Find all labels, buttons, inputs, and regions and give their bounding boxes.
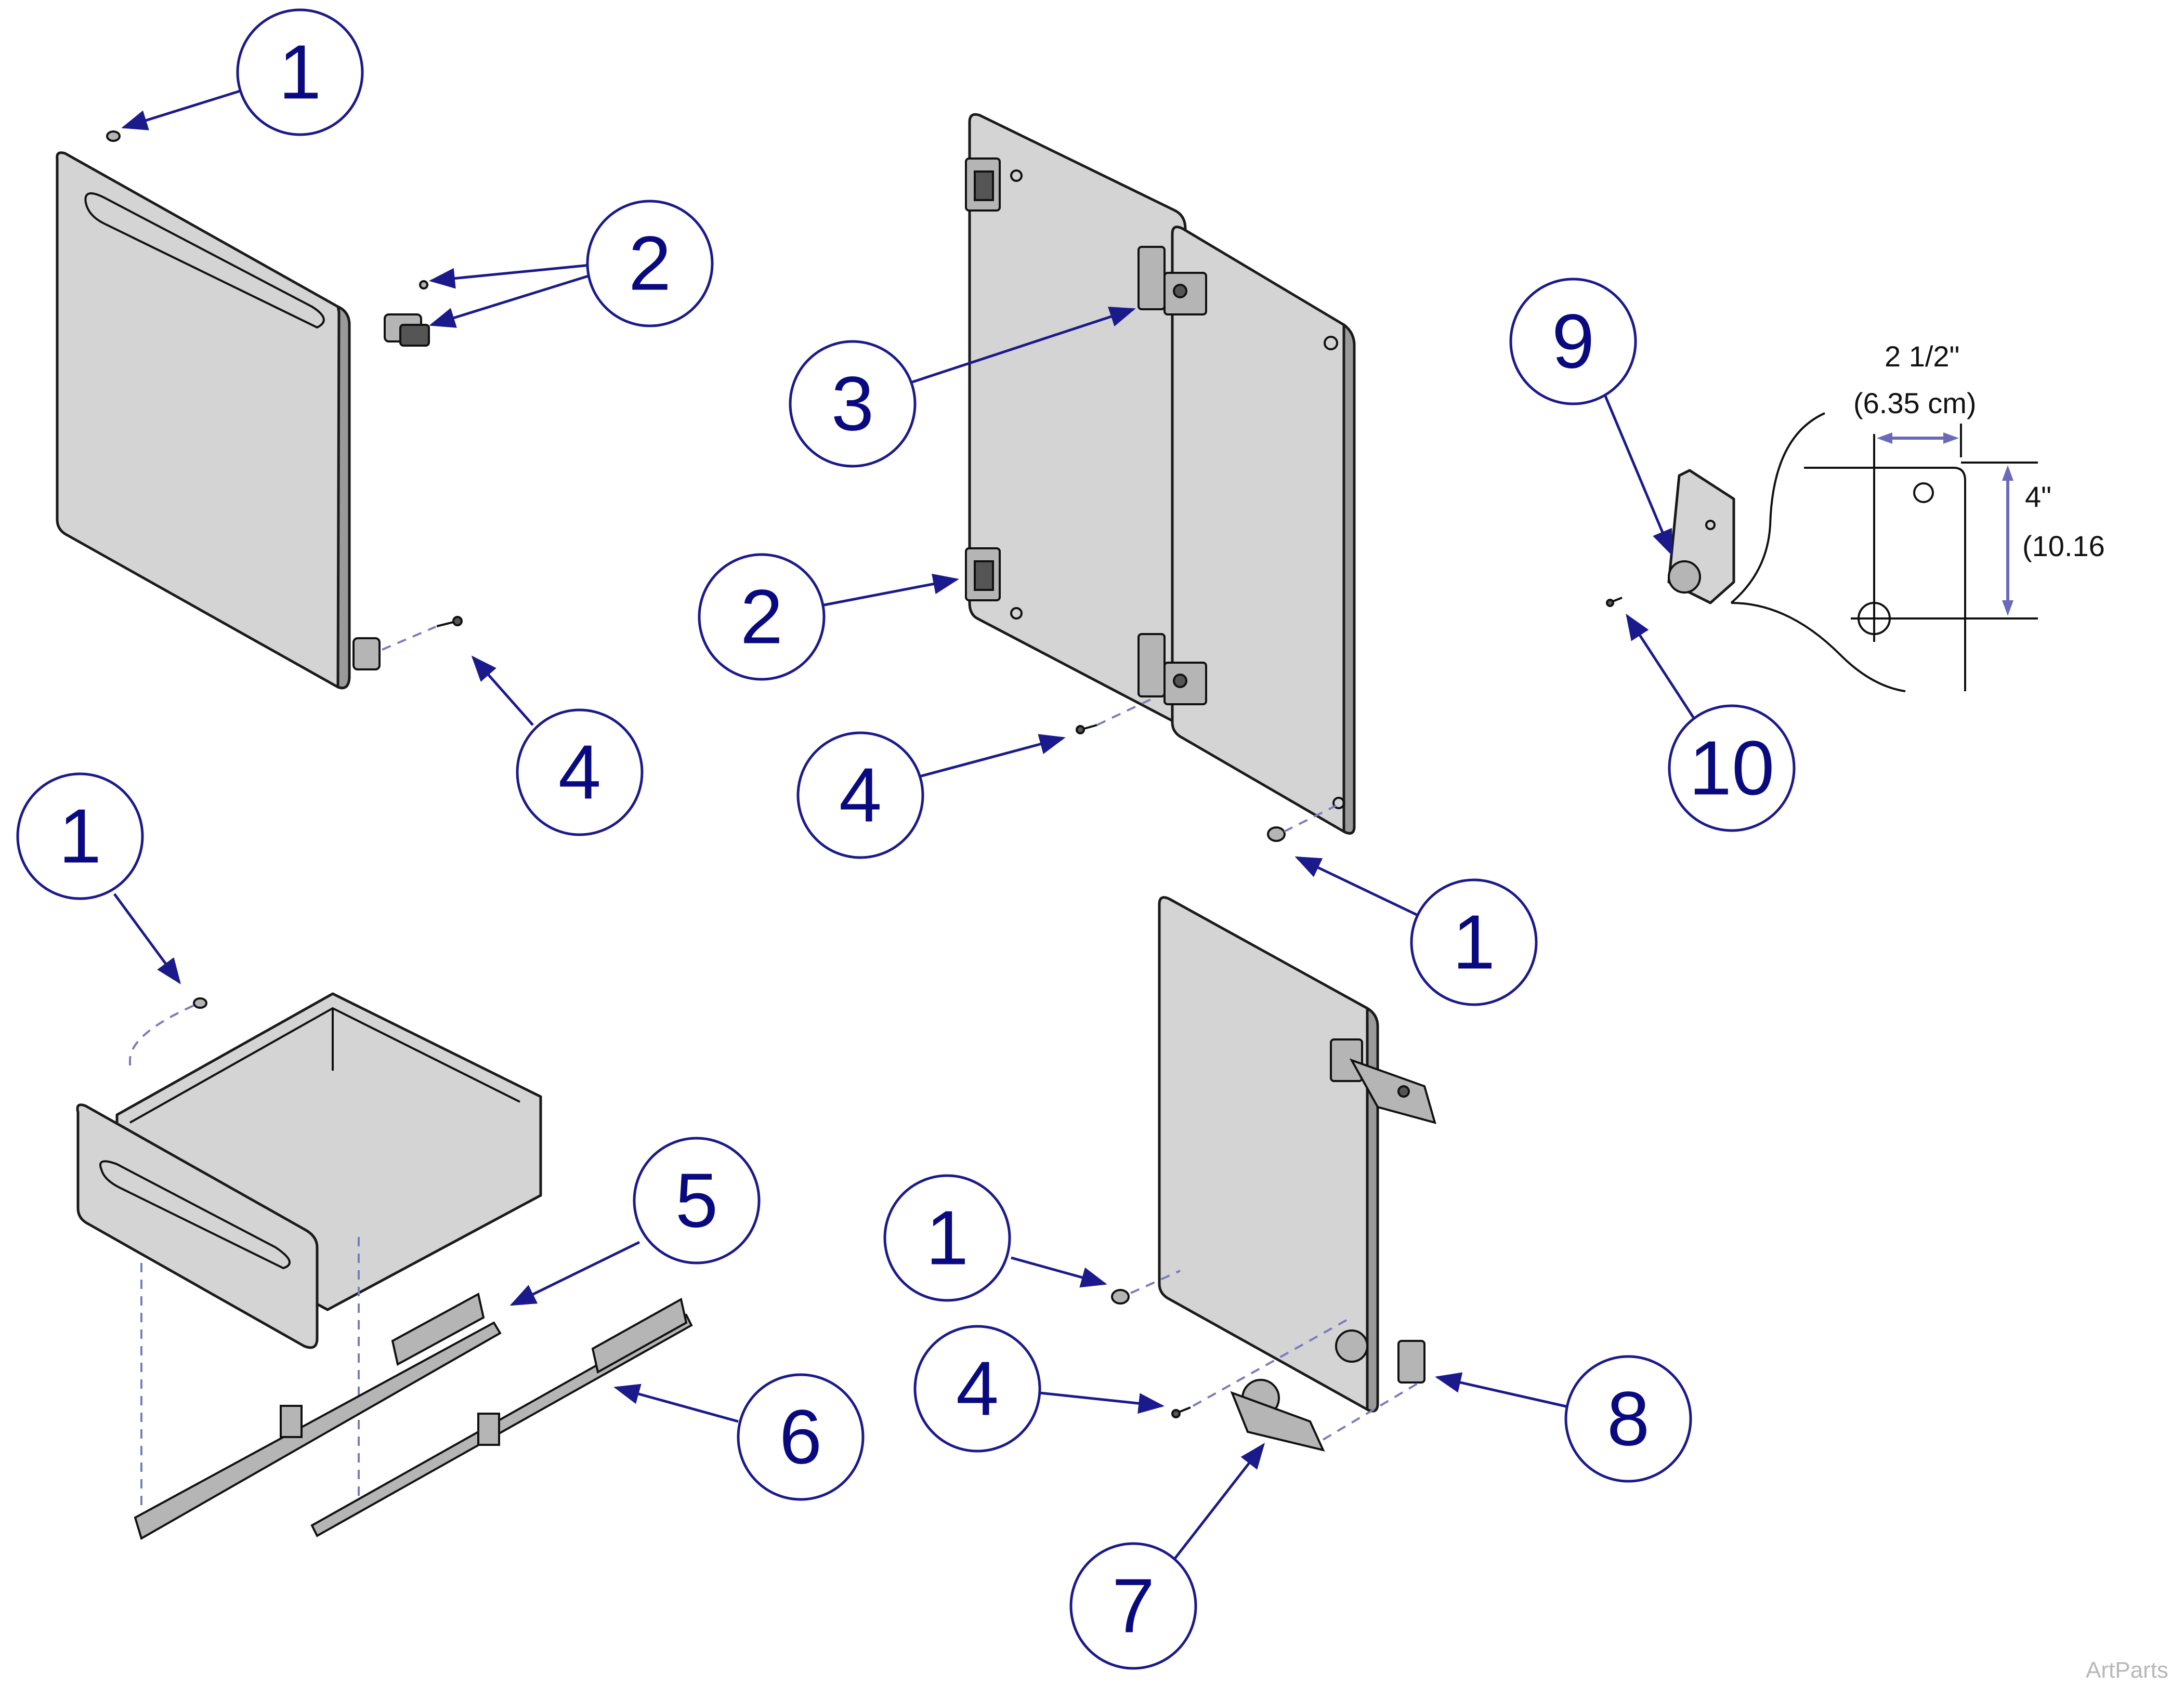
callout-label: 7 [1112,1563,1155,1649]
callout-label: 4 [956,1346,999,1432]
assembly-dashline [382,626,436,651]
callout-label: 1 [59,794,101,879]
screw-double-door [1076,724,1097,734]
dimension-height-imperial: 4" [2025,480,2051,513]
callout-10: 10 [1668,704,1796,832]
bumper-pin-drawer [193,997,207,1009]
watermark: ArtParts [2086,1657,2168,1683]
callout-2: 2 [698,553,826,681]
assembly-dashline [1130,1270,1181,1294]
assembly-dashline [1096,698,1152,726]
callout-1: 1 [883,1174,1011,1302]
vertical-dimension-arrow [2002,465,2013,616]
callout-label: 1 [279,30,321,115]
assembly-dashline [129,1005,194,1065]
callout-label: 6 [779,1394,822,1480]
dimension-width-imperial: 2 1/2" [1885,340,1959,373]
callout-1: 1 [236,8,364,136]
assembly-dashline [1193,1319,1347,1407]
hinge-plate-upper-left-door [965,157,1001,212]
dimension-height-metric: (10.16 [2022,530,2105,562]
lock-screw [1606,597,1623,607]
callout-label: 9 [1552,299,1594,385]
hinge-clip-top-left [384,280,430,347]
callout-1: 1 [1410,878,1538,1006]
callout-label: 3 [831,361,874,447]
concealed-hinge-upper [1330,1038,1436,1124]
assembly-dashline [1322,1381,1420,1441]
callout-7: 7 [1069,1542,1197,1670]
callout-label: 4 [558,730,601,815]
callout-label: 2 [629,221,671,307]
bumper-pin-top-left [106,130,121,142]
concealed-hinge-lower [1230,1379,1325,1452]
callout-4: 4 [796,731,924,859]
screw-single-door [1171,1406,1191,1418]
screw-top-left [436,616,463,627]
mounting-plate [1397,1340,1426,1384]
callout-9: 9 [1509,278,1637,405]
callout-label: 4 [839,753,882,838]
callout-label: 5 [675,1158,718,1244]
callout-3: 3 [789,340,917,468]
horizontal-dimension-arrow [1877,432,1959,444]
dimension-width-metric: (6.35 cm) [1853,387,1977,419]
bumper-pin-single-door [1111,1289,1130,1305]
bumper-pin-double-door [1267,826,1286,842]
lock-plate [1667,469,1735,604]
drawer-slide-right [310,1297,693,1537]
callout-2: 2 [586,200,714,327]
right-door-panel [1171,226,1356,835]
callout-5: 5 [633,1137,761,1264]
door-hinge-upper [1137,246,1207,315]
callout-1: 1 [16,772,144,900]
callout-label: 8 [1607,1376,1650,1462]
callout-8: 8 [1564,1355,1692,1483]
callout-label: 1 [1453,900,1495,985]
hinge-clip-bottom-left [352,637,381,670]
callout-4: 4 [516,708,644,836]
single-door-panel [1158,896,1379,1413]
door-hinge-lower [1137,633,1207,705]
callout-label: 2 [740,574,783,660]
drawer-front-panel [56,151,351,690]
drawer-slide-left [134,1292,502,1540]
callout-6: 6 [737,1373,865,1501]
callout-label: 10 [1689,726,1775,811]
leader-lines [113,89,1702,1563]
left-door-panel [968,113,1187,729]
callout-4: 4 [913,1325,1041,1453]
lock-location-detail [1730,412,2038,692]
callout-label: 1 [926,1195,969,1281]
drawer-front [76,1103,319,1349]
hinge-plate-lower-left-door [965,547,1001,601]
